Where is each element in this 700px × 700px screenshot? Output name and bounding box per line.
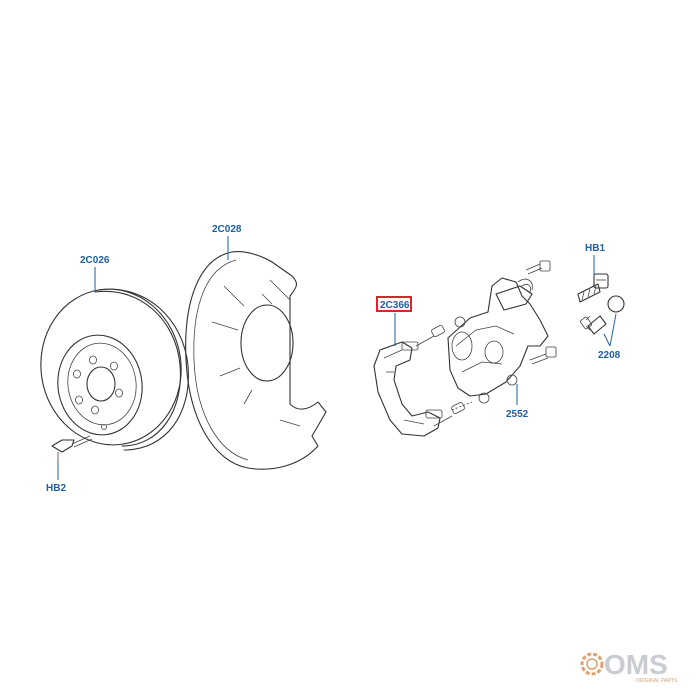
leader-lines: [57, 236, 617, 480]
caliper-bracket-drawing[interactable]: [373, 324, 465, 437]
watermark-tagline: ORIGINAL PARTS: [636, 678, 678, 684]
label-caliper-2552[interactable]: 2552: [506, 409, 529, 420]
label-bracket-2c366-group[interactable]: 2C366: [376, 296, 412, 312]
label-disc-2c026[interactable]: 2C026: [80, 255, 110, 266]
bolt-hb1-drawing[interactable]: [577, 273, 609, 303]
label-bolt-hb1[interactable]: HB1: [585, 243, 605, 254]
caliper-drawing[interactable]: [447, 260, 557, 411]
caliper-bolt-upper: [525, 260, 551, 275]
screw-hb2-drawing[interactable]: [51, 435, 93, 462]
bleed-screw-2208-drawing[interactable]: [580, 295, 625, 335]
watermark-brand: OMS: [604, 649, 668, 680]
label-bracket-2c366[interactable]: 2C366: [380, 300, 410, 311]
label-bleed-2208[interactable]: 2208: [598, 350, 621, 361]
watermark-logo: OMS ORIGINAL PARTS: [580, 649, 678, 684]
dust-shield-drawing[interactable]: [185, 251, 327, 470]
caliper-bolt-lower: [529, 346, 557, 365]
gear-icon: [580, 652, 604, 676]
brake-disc-drawing[interactable]: [31, 280, 191, 454]
bracket-highlight-box: [376, 296, 412, 312]
label-screw-hb2[interactable]: HB2: [46, 483, 66, 494]
label-shield-2c028[interactable]: 2C028: [212, 224, 242, 235]
